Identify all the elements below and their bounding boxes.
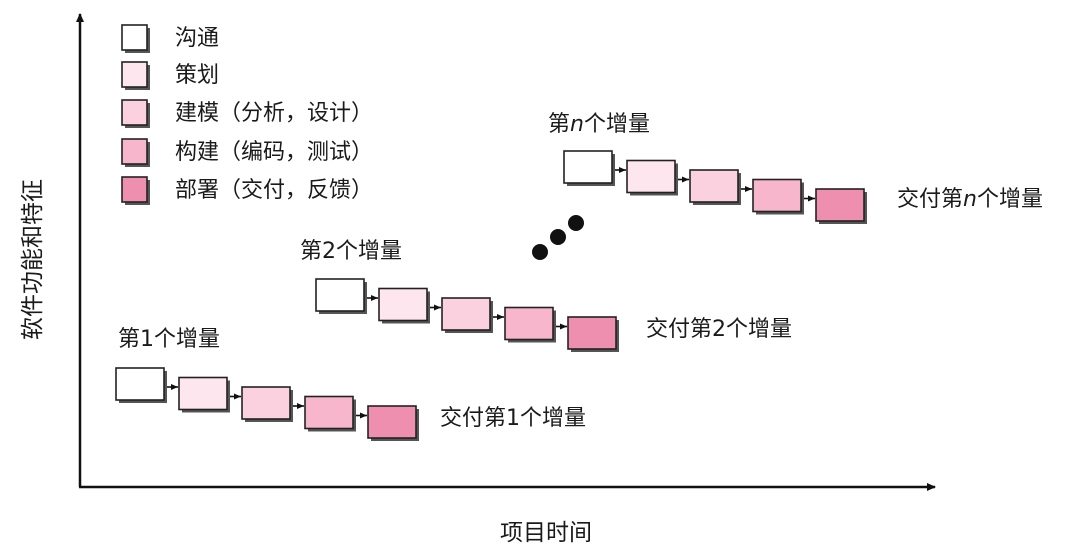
legend-swatch [121,99,148,126]
increment-1-delivery: 交付第1个增量 [440,406,586,431]
increment-1-title: 第1个增量 [118,327,220,352]
y-axis-label: 软件功能和特征 [20,179,46,340]
increment-2-title: 第2个增量 [300,239,402,264]
activity-box [752,178,802,213]
increments [115,150,867,441]
activity-box [567,316,617,350]
legend-label: 建模（分析，设计） [175,101,373,126]
activity-box [378,287,428,322]
legend-swatch [121,176,148,203]
legend-swatch [121,24,148,51]
legend-swatch [121,138,148,165]
legend-label: 策划 [175,63,219,88]
activity-box [504,306,554,341]
activity-box [315,278,365,312]
legend-swatch [121,61,148,88]
increment-row-1 [115,367,419,441]
increment-row-3 [563,150,867,224]
activity-box [441,297,491,331]
activity-box [563,150,613,184]
activity-box [241,386,291,420]
activity-box [626,159,676,194]
activity-box [367,405,417,439]
x-axis-label: 项目时间 [500,520,592,546]
legend-label: 构建（编码，测试） [175,140,373,165]
activity-box [689,169,739,203]
legend-label: 部署（交付，反馈） [175,178,373,203]
increment-row-2 [315,278,619,352]
activity-box [815,188,865,222]
activity-box [115,367,165,401]
activity-box [178,376,228,411]
increment-2-delivery: 交付第2个增量 [646,317,792,342]
legend-label: 沟通 [175,26,219,51]
activity-box [304,395,354,430]
ellipsis-dots [532,215,584,260]
increment-n-delivery: 交付第n个增量 [897,187,1043,212]
increment-n-title: 第n个增量 [548,112,650,137]
